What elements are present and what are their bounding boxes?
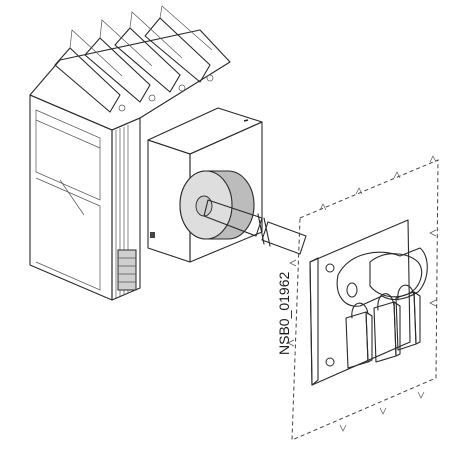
plate-screw-top xyxy=(325,263,335,273)
circuit-breaker xyxy=(29,5,231,301)
extension-shaft xyxy=(203,199,307,255)
rotary-operator-box xyxy=(147,107,263,263)
padlock-group xyxy=(345,284,421,369)
door-panel xyxy=(287,155,439,441)
breaker-top xyxy=(29,29,231,131)
handle-grip xyxy=(336,247,428,307)
padlock xyxy=(373,293,401,363)
padlock xyxy=(345,302,373,369)
shaft-near xyxy=(203,199,263,237)
breaker-face-details xyxy=(35,109,101,291)
terminal-screws xyxy=(118,74,214,112)
drawing-reference-code: NSB0_01962 xyxy=(276,271,292,355)
shaft-far xyxy=(261,221,307,255)
operator-knob xyxy=(179,170,255,240)
terminal-fins xyxy=(54,17,211,113)
padlock xyxy=(395,284,421,351)
plate-screw-bottom xyxy=(325,357,335,367)
breaker-lower-strip xyxy=(117,249,137,291)
padlockable-handle xyxy=(309,219,428,386)
